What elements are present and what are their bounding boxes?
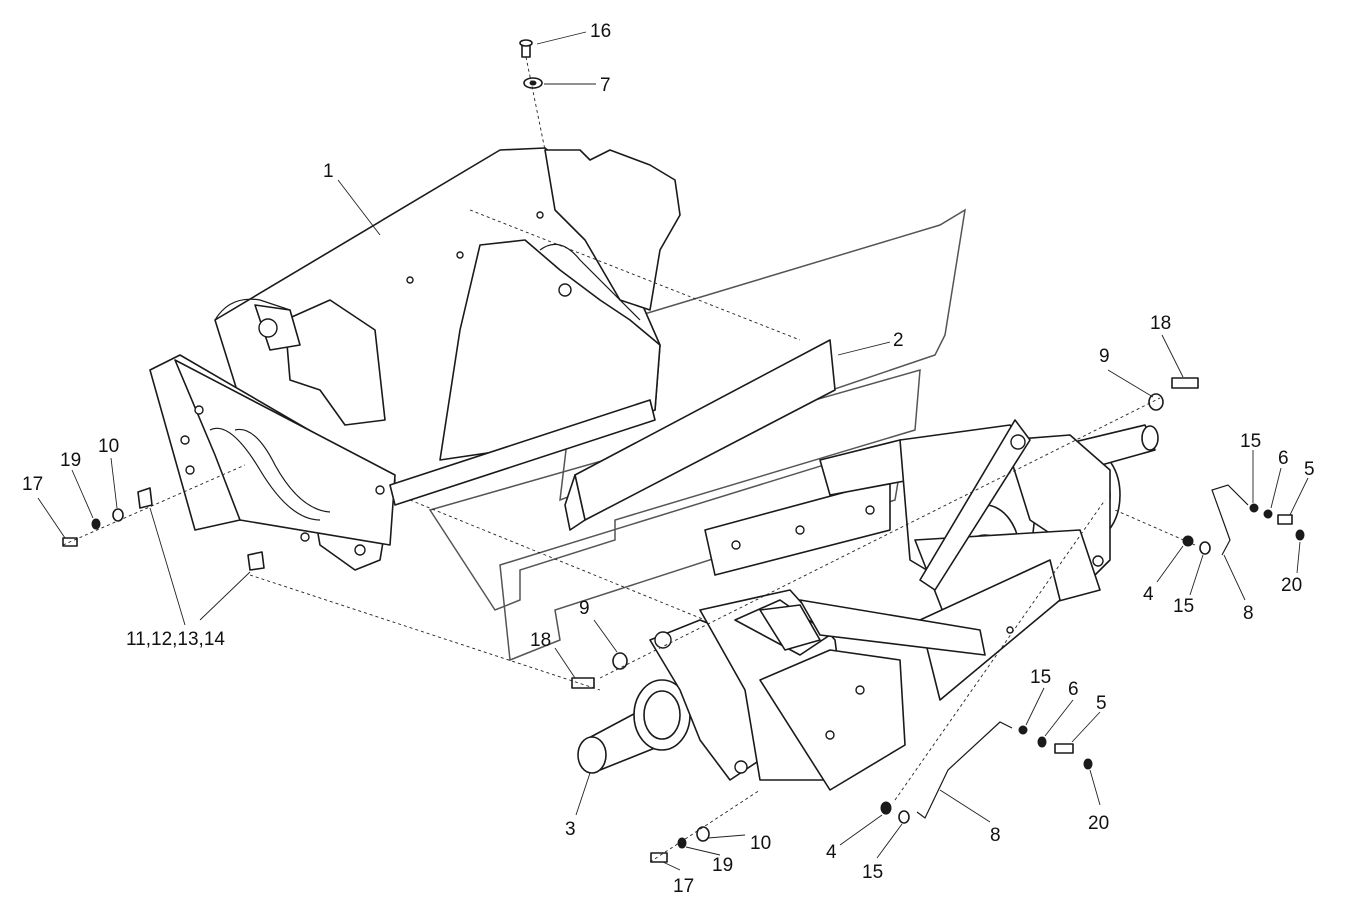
rotor-assembly-right [704,419,1159,701]
callout-labels: 16 7 1 2 18 9 15 6 5 4 15 8 20 17 19 10 … [22,21,1315,897]
callout-17-lower: 17 [673,876,694,897]
callout-7: 7 [600,75,611,96]
callout-leaders [37,31,1309,871]
callout-11-12-13-14: 11,12,13,14 [126,629,225,650]
callout-19-left: 19 [60,450,81,471]
callout-15-right-bottom: 15 [1173,596,1194,617]
callout-5-lower: 5 [1096,693,1107,714]
callout-5-right: 5 [1304,459,1315,480]
callout-6-right: 6 [1278,448,1289,469]
rotor-assembly-part-3 [577,589,906,791]
strip-part-2 [564,339,836,531]
callout-1: 1 [323,161,334,182]
callout-15-lower-top: 15 [1030,667,1051,688]
callout-8-lower: 8 [990,825,1001,846]
callout-9-right: 9 [1099,346,1110,367]
callout-10-lower: 10 [750,833,771,854]
callout-2: 2 [893,330,904,351]
callout-10-left: 10 [98,436,119,457]
callout-20-right: 20 [1281,575,1302,596]
callout-4-lower: 4 [826,842,837,863]
callout-18-left: 18 [530,630,551,651]
assembly-lines [62,56,1196,863]
callout-16: 16 [590,21,611,42]
callout-8-right: 8 [1243,603,1254,624]
callout-15-right-top: 15 [1240,431,1261,452]
callout-15-lower-bottom: 15 [862,862,883,883]
callout-20-lower: 20 [1088,813,1109,834]
callout-19-lower: 19 [712,855,733,876]
callout-6-lower: 6 [1068,679,1079,700]
callout-3: 3 [565,819,576,840]
callout-4-right: 4 [1143,584,1154,605]
housing-part-1 [149,147,681,571]
callout-17-left: 17 [22,474,43,495]
callout-9-left: 9 [579,598,590,619]
callout-18-right: 18 [1150,313,1171,334]
